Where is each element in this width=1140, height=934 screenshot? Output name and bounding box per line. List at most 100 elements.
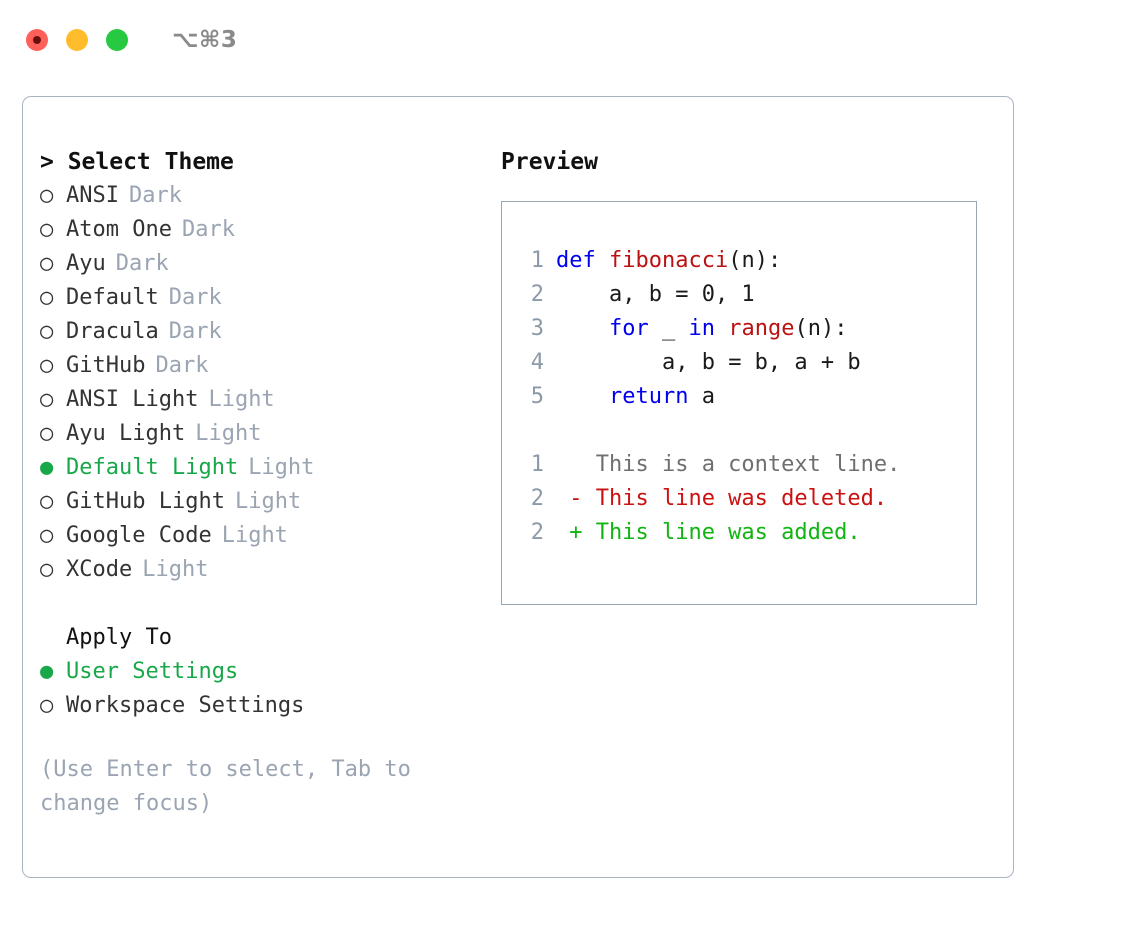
theme-option-label: GitHub Light bbox=[66, 489, 225, 514]
radio-unselected-icon: ○ bbox=[40, 353, 54, 378]
apply-to-heading: Apply To bbox=[66, 625, 172, 650]
theme-option-dracula[interactable]: ○ Dracula Dark bbox=[40, 315, 490, 349]
theme-option-tag: Dark bbox=[115, 251, 169, 276]
diff-line-text: This is a context line. bbox=[556, 452, 901, 477]
theme-option-label: Ayu bbox=[66, 251, 106, 276]
theme-option-tag: Dark bbox=[168, 319, 222, 344]
diff-line-ctx: 1 This is a context line. bbox=[516, 448, 976, 482]
diff-line-add: 2 + This line was added. bbox=[516, 516, 976, 550]
window-controls bbox=[26, 29, 128, 51]
code-line: 2 a, b = 0, 1 bbox=[516, 278, 976, 312]
theme-option-github[interactable]: ○ GitHub Dark bbox=[40, 349, 490, 383]
theme-option-tag: Light bbox=[195, 421, 262, 446]
theme-option-tag: Light bbox=[248, 455, 315, 480]
diff-sample: 1 This is a context line.2 - This line w… bbox=[516, 448, 976, 550]
theme-option-label: GitHub bbox=[66, 353, 146, 378]
theme-option-tag: Dark bbox=[168, 285, 222, 310]
line-number: 5 bbox=[530, 384, 544, 409]
diff-line-text: - This line was deleted. bbox=[556, 486, 888, 511]
code-line-text: a, b = b, a + b bbox=[556, 346, 861, 380]
code-token-kw: return bbox=[608, 384, 702, 409]
theme-option-label: Default Light bbox=[66, 455, 239, 480]
radio-unselected-icon: ○ bbox=[40, 693, 54, 718]
close-button[interactable] bbox=[26, 29, 48, 51]
radio-unselected-icon: ○ bbox=[40, 489, 54, 514]
apply-to-option-label: User Settings bbox=[66, 659, 239, 684]
line-number: 2 bbox=[530, 520, 544, 545]
code-token-fn: fibonacci bbox=[608, 248, 729, 273]
maximize-button[interactable] bbox=[106, 29, 128, 51]
apply-to-list: ● User Settings ○ Workspace Settings bbox=[40, 655, 490, 723]
theme-option-tag: Light bbox=[234, 489, 302, 514]
code-token-plain: a, b = b, a + b bbox=[661, 350, 861, 375]
theme-option-label: Dracula bbox=[66, 319, 159, 344]
preview-heading: Preview bbox=[501, 149, 598, 175]
theme-option-tag: Dark bbox=[128, 183, 182, 208]
radio-unselected-icon: ○ bbox=[40, 285, 54, 310]
code-line-text: for _ in range(n): bbox=[556, 312, 847, 346]
minimize-button[interactable] bbox=[66, 29, 88, 51]
theme-option-label: ANSI bbox=[66, 183, 119, 208]
theme-option-tag: Light bbox=[221, 523, 288, 548]
code-token-kw: in bbox=[688, 316, 729, 341]
theme-option-label: Default bbox=[66, 285, 159, 310]
theme-option-default[interactable]: ○ Default Dark bbox=[40, 281, 490, 315]
theme-option-label: Ayu Light bbox=[66, 421, 186, 446]
code-line: 4 a, b = b, a + b bbox=[516, 346, 976, 380]
section-spacer bbox=[40, 587, 490, 621]
line-number: 2 bbox=[530, 486, 544, 511]
diff-line-del: 2 - This line was deleted. bbox=[516, 482, 976, 516]
code-token-plain: _ bbox=[661, 316, 689, 341]
code-token-plain: a, b = 0, 1 bbox=[608, 282, 755, 307]
keyboard-hint: (Use Enter to select, Tab to change focu… bbox=[40, 757, 411, 816]
line-number: 1 bbox=[530, 452, 544, 477]
code-line: 5 return a bbox=[516, 380, 976, 414]
code-token-plain: (n): bbox=[794, 316, 848, 341]
titlebar: ⌥⌘3 bbox=[0, 0, 1140, 80]
theme-option-label: Atom One bbox=[66, 217, 172, 242]
line-number: 1 bbox=[530, 248, 544, 273]
theme-option-github-light[interactable]: ○ GitHub Light Light bbox=[40, 485, 490, 519]
code-diff-spacer bbox=[516, 414, 976, 448]
theme-option-tag: Dark bbox=[155, 353, 209, 378]
select-theme-heading: > Select Theme bbox=[40, 149, 234, 175]
radio-unselected-icon: ○ bbox=[40, 387, 54, 412]
radio-selected-icon: ● bbox=[40, 659, 54, 684]
theme-option-ayu[interactable]: ○ Ayu Dark bbox=[40, 247, 490, 281]
theme-option-atom-one[interactable]: ○ Atom One Dark bbox=[40, 213, 490, 247]
theme-option-label: Google Code bbox=[66, 523, 212, 548]
apply-to-option-label: Workspace Settings bbox=[66, 693, 305, 718]
diff-line-text: + This line was added. bbox=[556, 520, 861, 545]
code-line: 1 def fibonacci(n): bbox=[516, 244, 976, 278]
code-line-text: return a bbox=[556, 380, 715, 414]
code-token-plain: (n): bbox=[728, 248, 782, 273]
code-line-text: a, b = 0, 1 bbox=[556, 278, 755, 312]
code-token-fn: range bbox=[728, 316, 795, 341]
code-token-kw: def bbox=[556, 248, 609, 273]
keyboard-shortcut-label: ⌥⌘3 bbox=[172, 27, 238, 53]
line-number: 3 bbox=[530, 316, 544, 341]
theme-option-tag: Dark bbox=[181, 217, 235, 242]
apply-to-option-user-settings[interactable]: ● User Settings bbox=[40, 655, 490, 689]
radio-unselected-icon: ○ bbox=[40, 217, 54, 242]
radio-unselected-icon: ○ bbox=[40, 251, 54, 276]
code-token-plain: a bbox=[701, 384, 715, 409]
code-line-text: def fibonacci(n): bbox=[556, 244, 781, 278]
radio-unselected-icon: ○ bbox=[40, 557, 54, 582]
apply-to-option-workspace-settings[interactable]: ○ Workspace Settings bbox=[40, 689, 490, 723]
code-token-kw: for bbox=[608, 316, 662, 341]
radio-unselected-icon: ○ bbox=[40, 319, 54, 344]
